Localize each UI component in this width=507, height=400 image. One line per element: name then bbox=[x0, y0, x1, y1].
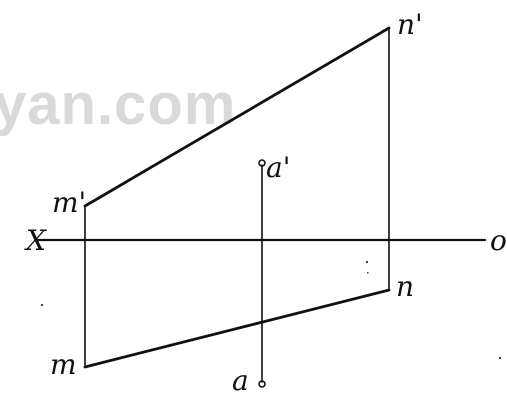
label-x: X bbox=[24, 224, 47, 257]
scan-speck bbox=[367, 272, 369, 274]
label-n: n bbox=[396, 270, 414, 303]
label-a: a bbox=[232, 364, 249, 397]
label-m-prime: m' bbox=[52, 186, 86, 219]
watermark: yan.com bbox=[0, 72, 236, 137]
scan-speck bbox=[41, 304, 43, 306]
line-m-n bbox=[83, 288, 391, 369]
label-n-prime: n' bbox=[397, 8, 423, 41]
point-a-prime bbox=[258, 159, 266, 167]
line-m-prime-n-prime bbox=[83, 26, 391, 208]
point-a bbox=[258, 380, 266, 388]
label-a-prime: a' bbox=[266, 151, 290, 184]
scan-speck bbox=[366, 261, 368, 263]
label-m: m bbox=[50, 348, 77, 381]
scan-speck bbox=[499, 357, 501, 359]
label-o: o bbox=[490, 224, 507, 257]
